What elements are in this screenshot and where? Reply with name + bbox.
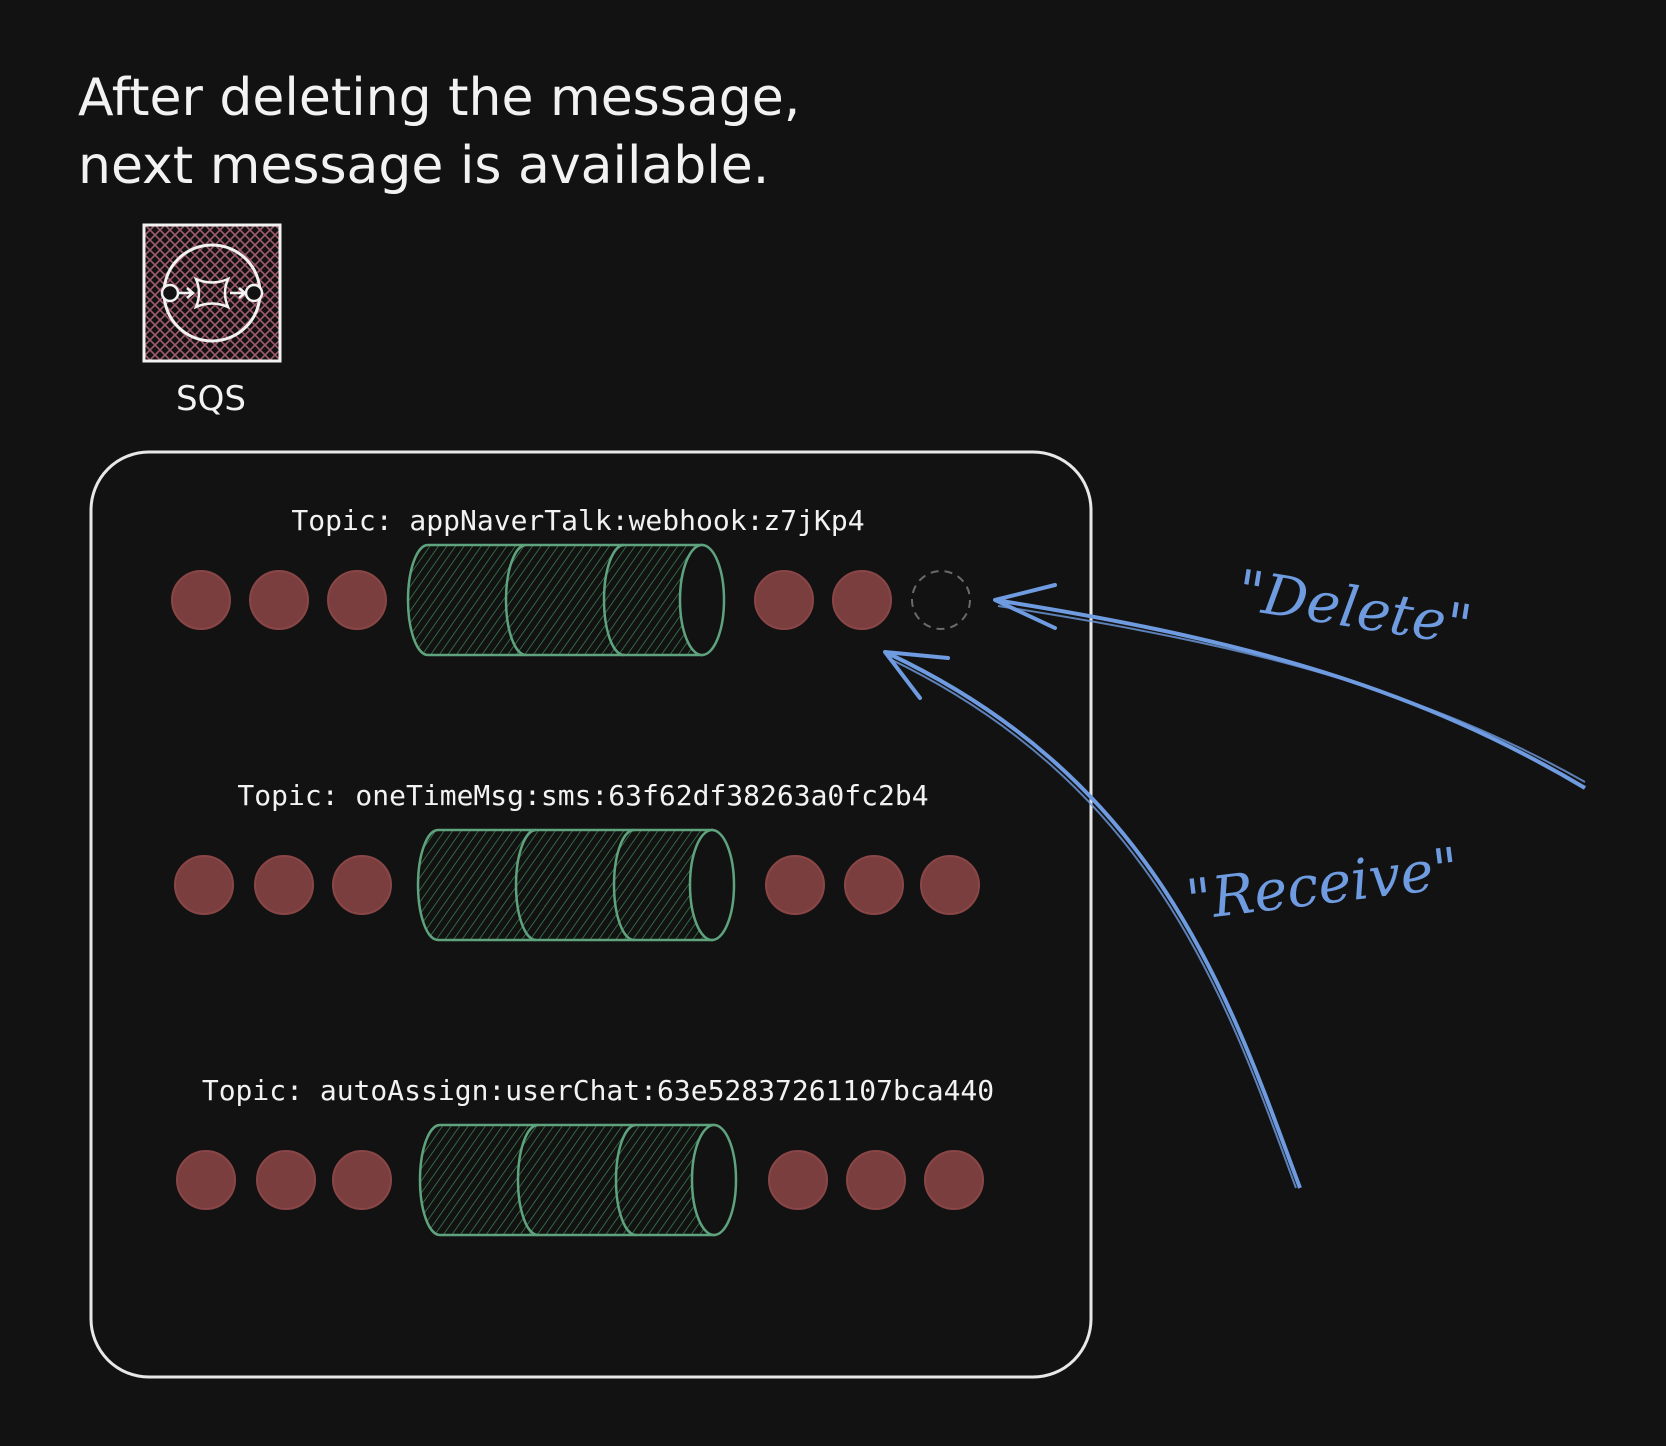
queued-message <box>174 855 234 915</box>
topic-row: Topic: autoAssign:userChat:63e5283726110… <box>176 1074 994 1237</box>
queued-message <box>832 570 892 630</box>
topic-label: Topic: autoAssign:userChat:63e5283726110… <box>202 1074 994 1107</box>
receive-label: "Receive" <box>1183 836 1463 934</box>
queued-message <box>924 1150 984 1210</box>
queued-message <box>254 855 314 915</box>
queued-message <box>176 1150 236 1210</box>
topic-label: Topic: oneTimeMsg:sms:63f62df38263a0fc2b… <box>237 779 928 812</box>
queued-message <box>327 570 387 630</box>
topic-row: Topic: appNaverTalk:webhook:z7jKp4 <box>171 504 971 657</box>
queued-message <box>920 855 980 915</box>
topic-label: Topic: appNaverTalk:webhook:z7jKp4 <box>291 504 864 537</box>
queued-message <box>844 855 904 915</box>
queued-message <box>249 570 309 630</box>
queued-message <box>768 1150 828 1210</box>
queue-container <box>89 450 1093 1379</box>
queued-message <box>754 570 814 630</box>
sqs-icon <box>142 223 282 363</box>
queued-message <box>332 855 392 915</box>
queued-message <box>765 855 825 915</box>
caption-line-1: After deleting the message, <box>78 68 800 128</box>
topic-row: Topic: oneTimeMsg:sms:63f62df38263a0fc2b… <box>174 779 980 942</box>
deleted-message-slot <box>911 570 971 630</box>
topic-rows: Topic: appNaverTalk:webhook:z7jKp4Topic:… <box>171 504 994 1237</box>
in-flight-messages <box>418 1123 738 1237</box>
delete-arrow <box>993 583 1587 790</box>
queued-message <box>846 1150 906 1210</box>
queued-message <box>256 1150 316 1210</box>
queued-message <box>171 570 231 630</box>
delete-label: "Delete" <box>1233 558 1477 659</box>
caption-line-2: next message is available. <box>78 136 769 196</box>
queued-message <box>332 1150 392 1210</box>
receive-arrow <box>883 650 1302 1189</box>
sqs-label: SQS <box>176 379 246 419</box>
in-flight-messages <box>416 828 736 942</box>
in-flight-messages <box>406 543 726 657</box>
